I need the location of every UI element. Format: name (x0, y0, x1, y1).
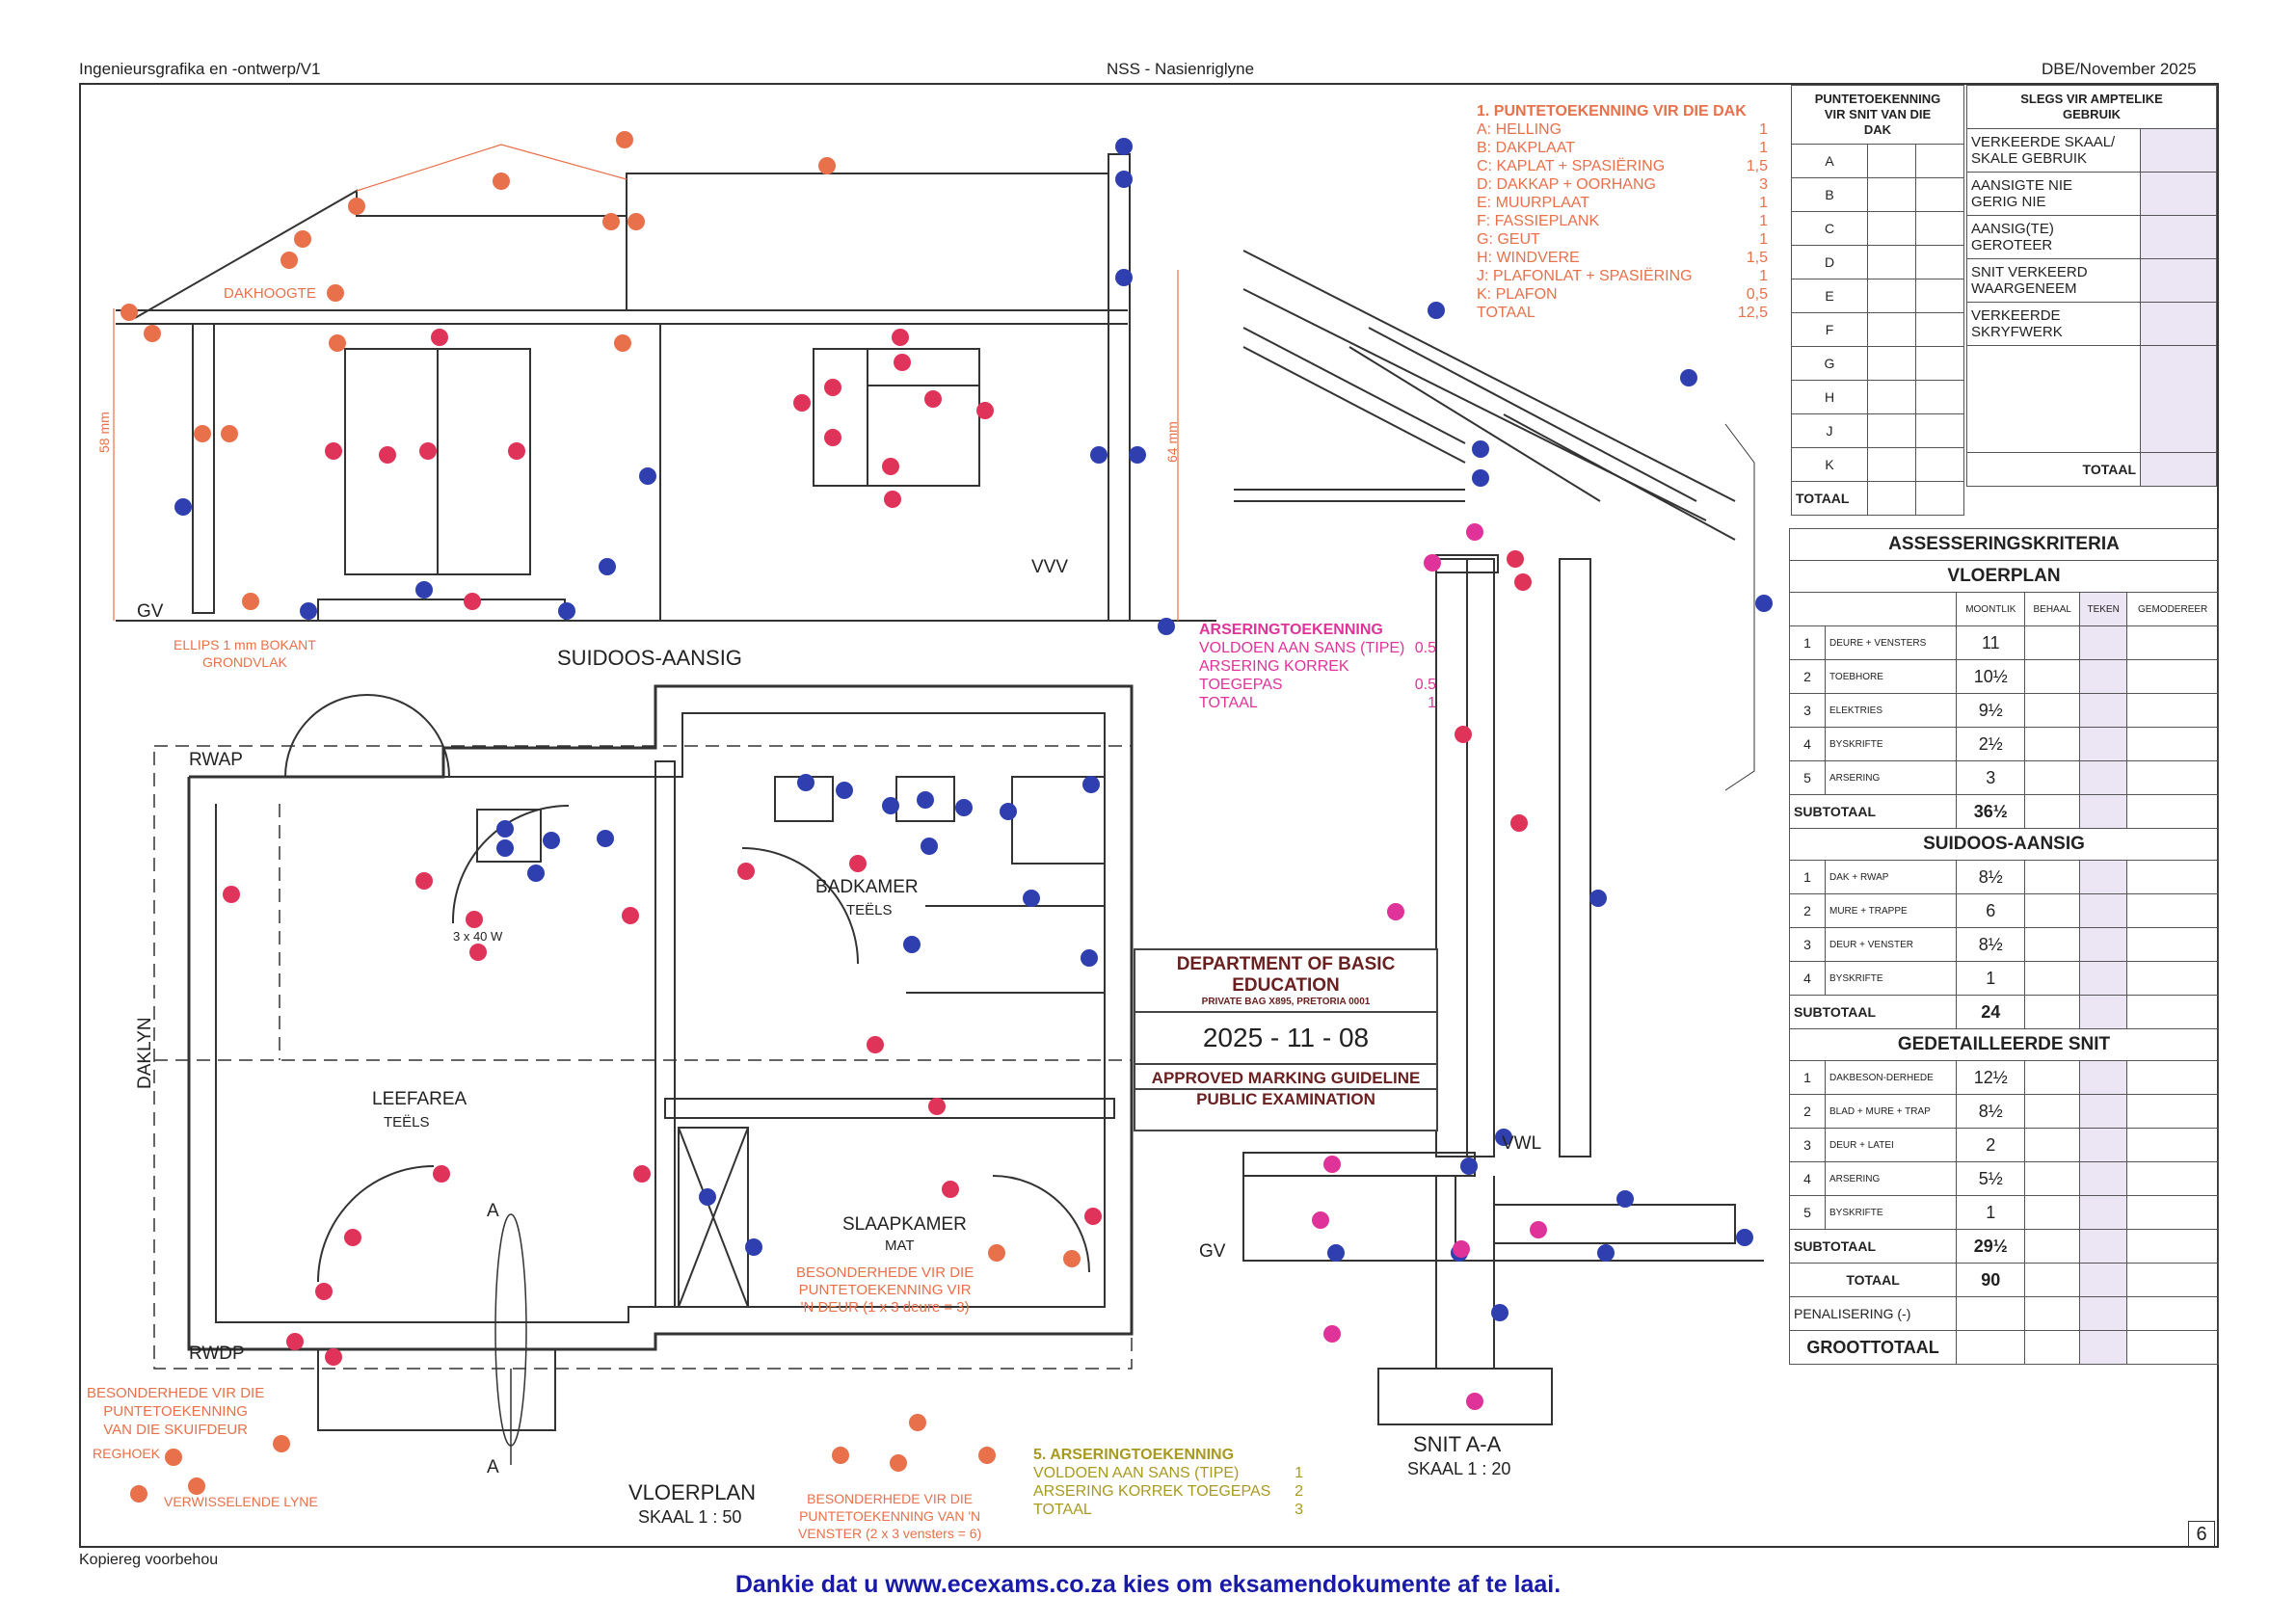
badkamer-sub: TEËLS (846, 902, 893, 918)
section-title: SNIT A-A (1413, 1432, 1502, 1456)
rwap-label: RWAP (189, 750, 243, 770)
dbe-stamp: DEPARTMENT OF BASIC EDUCATION PRIVATE BA… (1134, 948, 1438, 1131)
slaapkamer-sub: MAT (885, 1237, 915, 1254)
hatching-block: ARSERINGTOEKENNING VOLDOEN AAN SANS (TIP… (1199, 622, 1436, 711)
reghoek-label: REGHOEK (93, 1446, 161, 1461)
dakhoogte-label: DAKHOOGTE (224, 285, 316, 302)
copyright: Kopiereg voorbehou (79, 1552, 219, 1568)
slaapkamer-label: SLAAPKAMER (842, 1214, 967, 1235)
gv-section-label: GV (1199, 1241, 1226, 1262)
section-a-bottom: A (487, 1457, 499, 1477)
plan-scale: SKAAL 1 : 50 (638, 1507, 742, 1527)
leefarea-sub: TEËLS (384, 1114, 430, 1131)
plan-title: VLOERPLAN (628, 1480, 757, 1504)
footer-link[interactable]: Dankie dat u www.ecexams.co.za kies om e… (734, 1571, 1562, 1598)
page-number: 6 (2188, 1521, 2215, 1548)
vvv-label: VVV (1031, 557, 1069, 577)
rwdp-label: RWDP (189, 1344, 245, 1364)
height-right-label: 64 mm (1164, 421, 1180, 463)
header-left: Ingenieursgrafika en -ontwerp/V1 (79, 60, 321, 78)
height-left-label: 58 mm (96, 412, 112, 453)
badkamer-label: BADKAMER (815, 877, 919, 897)
verwisselende-label: VERWISSELENDE LYNE (164, 1494, 318, 1509)
section-a-top: A (487, 1201, 499, 1221)
hatching5-block: 5. ARSERINGTOEKENNING VOLDOEN AAN SANS (… (1033, 1447, 1303, 1518)
header-right: DBE/November 2025 (2042, 60, 2197, 78)
section-scale: SKAAL 1 : 20 (1407, 1459, 1511, 1478)
daklyn-label: DAKLYN (135, 1017, 155, 1089)
leefarea-label: LEEFAREA (372, 1089, 467, 1109)
roof-points-block: 1. PUNTETOEKENNING VIR DIE DAK A: HELLIN… (1477, 103, 1768, 321)
vwl-label: VWL (1502, 1133, 1542, 1154)
vent-label: 3 x 40 W (453, 929, 503, 944)
elevation-title: SUIDOOS-AANSIG (557, 646, 742, 670)
header-center: NSS - Nasienriglyne (1107, 60, 1255, 78)
gv-label: GV (137, 601, 164, 622)
